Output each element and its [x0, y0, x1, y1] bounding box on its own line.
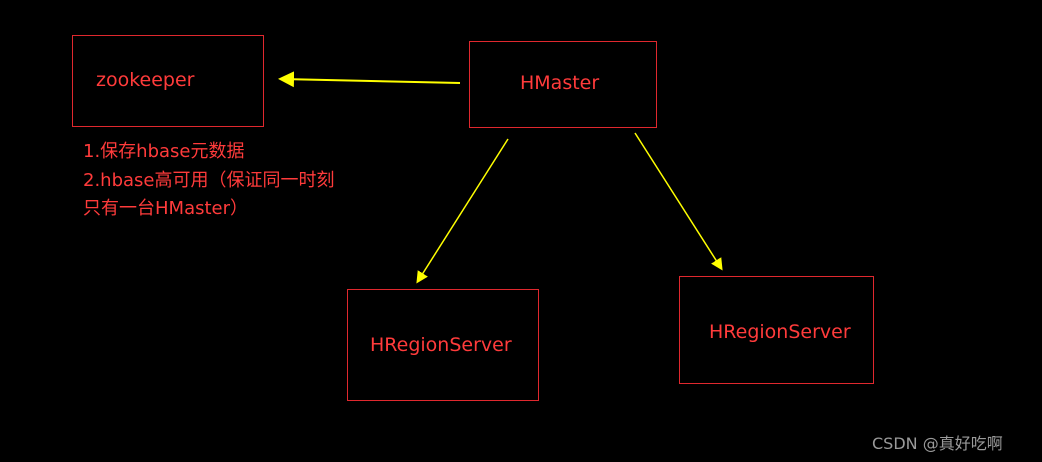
- hregionserver-left-node: HRegionServer: [347, 289, 539, 401]
- zookeeper-note-line-2: 2.hbase高可用（保证同一时刻: [83, 170, 335, 191]
- arrow-hmaster-to-zookeeper: [278, 71, 461, 88]
- zookeeper-note-line-1: 1.保存hbase元数据: [83, 141, 245, 162]
- hregionserver-right-label: HRegionServer: [709, 321, 851, 343]
- hregionserver-right-node: HRegionServer: [679, 276, 874, 384]
- zookeeper-label: zookeeper: [96, 69, 195, 91]
- watermark: CSDN @真好吃啊: [872, 434, 1003, 453]
- hregionserver-left-label: HRegionServer: [370, 334, 512, 356]
- hmaster-node: HMaster: [469, 41, 657, 128]
- arrow-hmaster-to-hregionserver-right: [634, 132, 723, 271]
- zookeeper-node: zookeeper: [72, 35, 264, 127]
- zookeeper-note-line-3: 只有一台HMaster）: [83, 198, 249, 219]
- hmaster-label: HMaster: [520, 72, 600, 94]
- arrow-hmaster-to-hregionserver-left: [416, 138, 509, 284]
